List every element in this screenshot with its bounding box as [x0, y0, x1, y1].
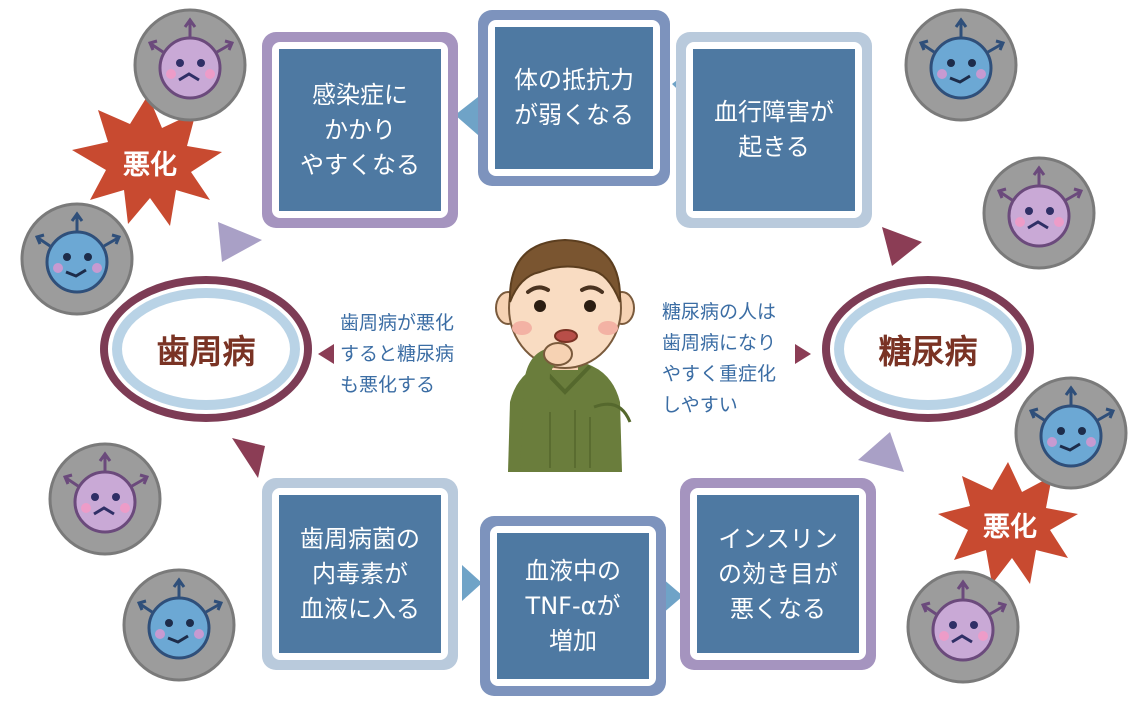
box-toxin-line1: 歯周病菌の [300, 524, 420, 553]
arrow-tnf-to-insulin [662, 578, 683, 614]
diabetes-ellipse: 糖尿病 [822, 276, 1034, 422]
box-infection-line1: 感染症に [312, 80, 408, 109]
burst-right-shape [938, 462, 1078, 584]
box-infection: 感染症に かかり やすくなる [262, 32, 458, 228]
box-resistance: 体の抵抗力 が弱くなる [478, 10, 670, 186]
note-right-line3: やすく重症化 [662, 363, 777, 385]
box-insulin: インスリン の効き目が 悪くなる [680, 478, 876, 670]
box-circulation-line2: 起きる [738, 133, 810, 161]
note-right-line4: しやすい [662, 394, 738, 416]
periodontal-label: 歯周病 [122, 298, 290, 400]
box-resistance-line2: が弱くなる [514, 101, 634, 129]
burst-right-label: 悪化 [983, 512, 1037, 543]
box-toxin: 歯周病菌の 内毒素が 血液に入る [262, 478, 458, 670]
bacteria-pink-icon [48, 442, 162, 556]
note-left-line2: すると糖尿病 [340, 343, 455, 365]
periodontal-ellipse: 歯周病 [100, 276, 312, 422]
box-toxin-line2: 内毒素が [312, 559, 408, 588]
note-right-line2: 歯周病になり [662, 332, 777, 354]
box-toxin-line3: 血液に入る [300, 594, 420, 623]
box-tnf-line1: 血液中の [525, 556, 621, 585]
burst-left-shape [72, 95, 222, 226]
diabetes-label: 糖尿病 [844, 298, 1012, 400]
note-left-line1: 歯周病が悪化 [340, 312, 455, 334]
bacteria-pink-icon [906, 570, 1020, 684]
box-infection-line2: かかり [324, 115, 396, 144]
bacteria-blue-icon [904, 8, 1018, 122]
box-infection-line3: やすくなる [300, 150, 420, 179]
note-right-line1: 糖尿病の人は [662, 301, 777, 323]
box-tnf-line2: TNF-αが [525, 591, 621, 620]
arrow-periodontal-to-toxin [232, 438, 265, 478]
bacteria-pink-icon [982, 156, 1096, 270]
note-left-line3: も悪化する [340, 374, 436, 396]
arrow-insulin-to-diabetes [858, 432, 904, 472]
arrow-periodontal-to-infection [218, 222, 262, 262]
box-insulin-line2: の効き目が [718, 559, 838, 588]
arrow-toxin-to-tnf [462, 565, 482, 601]
box-insulin-line1: インスリン [718, 524, 838, 553]
box-resistance-line1: 体の抵抗力 [514, 66, 634, 94]
burst-left-label: 悪化 [123, 150, 177, 181]
box-insulin-line3: 悪くなる [730, 594, 826, 623]
bacteria-blue-icon [20, 202, 134, 316]
box-circulation: 血行障害が 起きる [676, 32, 872, 228]
note-right: 糖尿病の人は 歯周病になり やすく重症化 しやすい [662, 297, 776, 421]
arrow-note-to-periodontal [318, 344, 334, 364]
arrow-note-to-diabetes [795, 344, 811, 364]
box-tnf-line3: 増加 [549, 626, 597, 655]
arrow-resistance-to-infection [455, 97, 478, 135]
bacteria-blue-icon [1014, 376, 1128, 490]
box-circulation-line1: 血行障害が [714, 98, 834, 126]
bacteria-blue-icon [122, 568, 236, 682]
worried-person-icon [495, 238, 635, 472]
box-tnf: 血液中の TNF-αが 増加 [480, 516, 666, 696]
arrow-diabetes-to-circulation [882, 227, 922, 266]
bacteria-pink-icon [133, 8, 247, 122]
note-left: 歯周病が悪化 すると糖尿病 も悪化する [340, 308, 454, 401]
